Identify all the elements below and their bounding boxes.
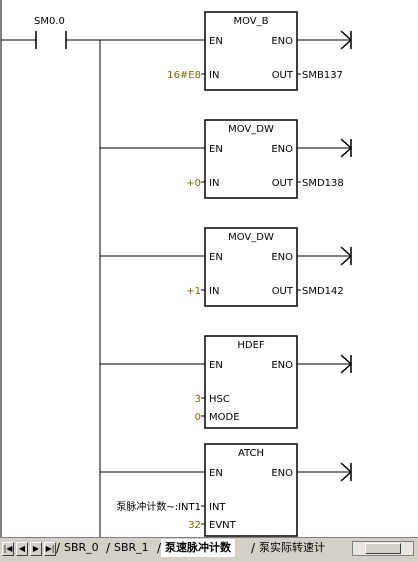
tab-scrollbar-thumb[interactable] [365, 543, 401, 554]
en-pin-label: EN [209, 36, 223, 47]
function-block-mov-dw[interactable]: MOV_DW EN ENO IN +1 OUT SMD142 [100, 227, 353, 307]
tab-separator: / [106, 541, 111, 555]
input-pin-label: MODE [209, 412, 240, 423]
input-pin-label: IN [209, 70, 219, 81]
input-value[interactable]: +1 [186, 286, 201, 297]
en-pin-label: EN [209, 360, 223, 371]
block-title: HDEF [237, 340, 265, 351]
input-pin-label: EVNT [209, 520, 237, 531]
block-box [204, 119, 298, 199]
tab-sbr-1[interactable]: SBR_1 [114, 541, 149, 554]
tab-pump-pulse-count[interactable]: 泵速脉冲计数 [161, 539, 235, 557]
input-value[interactable]: 泵脉冲计数~:INT1 [116, 500, 201, 513]
eno-pin-label: ENO [271, 252, 293, 263]
en-pin-label: EN [209, 468, 223, 479]
block-title: ATCH [238, 448, 264, 459]
tab-separator: / [157, 541, 162, 555]
prev-tab-button[interactable]: ◀ [16, 542, 28, 556]
input-value[interactable]: 3 [195, 394, 201, 405]
input-pin-label: IN [209, 178, 219, 189]
contact-sm0-0[interactable]: SM0.0 [34, 16, 67, 49]
tab-scrollbar[interactable] [352, 541, 414, 556]
output-value[interactable]: SMD138 [302, 178, 344, 189]
input-value[interactable]: 16#E8 [167, 70, 201, 81]
output-value[interactable]: SMB137 [302, 70, 343, 81]
input-pin-label: IN [209, 286, 219, 297]
contact-label: SM0.0 [34, 16, 65, 27]
en-pin-label: EN [209, 144, 223, 155]
block-box [204, 335, 298, 429]
first-tab-button[interactable]: |◀ [2, 542, 14, 556]
input-pin-label: HSC [209, 394, 230, 405]
eno-pin-label: ENO [271, 360, 293, 371]
input-pin-label: INT [209, 502, 226, 513]
eno-pin-label: ENO [271, 144, 293, 155]
next-tab-button[interactable]: ▶ [30, 542, 42, 556]
output-value[interactable]: SMD142 [302, 286, 344, 297]
last-tab-button[interactable]: ▶| [44, 542, 56, 556]
function-block-mov-dw[interactable]: MOV_DW EN ENO IN +0 OUT SMD138 [100, 119, 353, 199]
input-value[interactable]: 0 [195, 412, 201, 423]
tab-bar: |◀ ◀ ▶ ▶| / SBR_0 / SBR_1 / 泵速脉冲计数 / 泵实际… [0, 537, 418, 562]
eno-pin-label: ENO [271, 36, 293, 47]
eno-pin-label: ENO [271, 468, 293, 479]
tab-pump-actual-speed[interactable]: 泵实际转速计 [259, 541, 325, 554]
block-box [204, 11, 298, 91]
en-pin-label: EN [209, 252, 223, 263]
block-title: MOV_B [233, 16, 268, 27]
tab-separator: / [251, 541, 256, 555]
tab-sbr-0[interactable]: SBR_0 [64, 541, 99, 554]
block-box [204, 443, 298, 537]
output-pin-label: OUT [272, 178, 294, 189]
input-value[interactable]: 32 [188, 520, 201, 531]
block-title: MOV_DW [228, 124, 274, 135]
output-pin-label: OUT [272, 286, 294, 297]
output-pin-label: OUT [272, 70, 294, 81]
input-value[interactable]: +0 [186, 178, 201, 189]
tab-separator: / [56, 541, 61, 555]
function-block-mov-b[interactable]: MOV_B EN ENO IN 16#E8 OUT SMB137 [167, 11, 353, 91]
block-box [204, 227, 298, 307]
block-title: MOV_DW [228, 232, 274, 243]
